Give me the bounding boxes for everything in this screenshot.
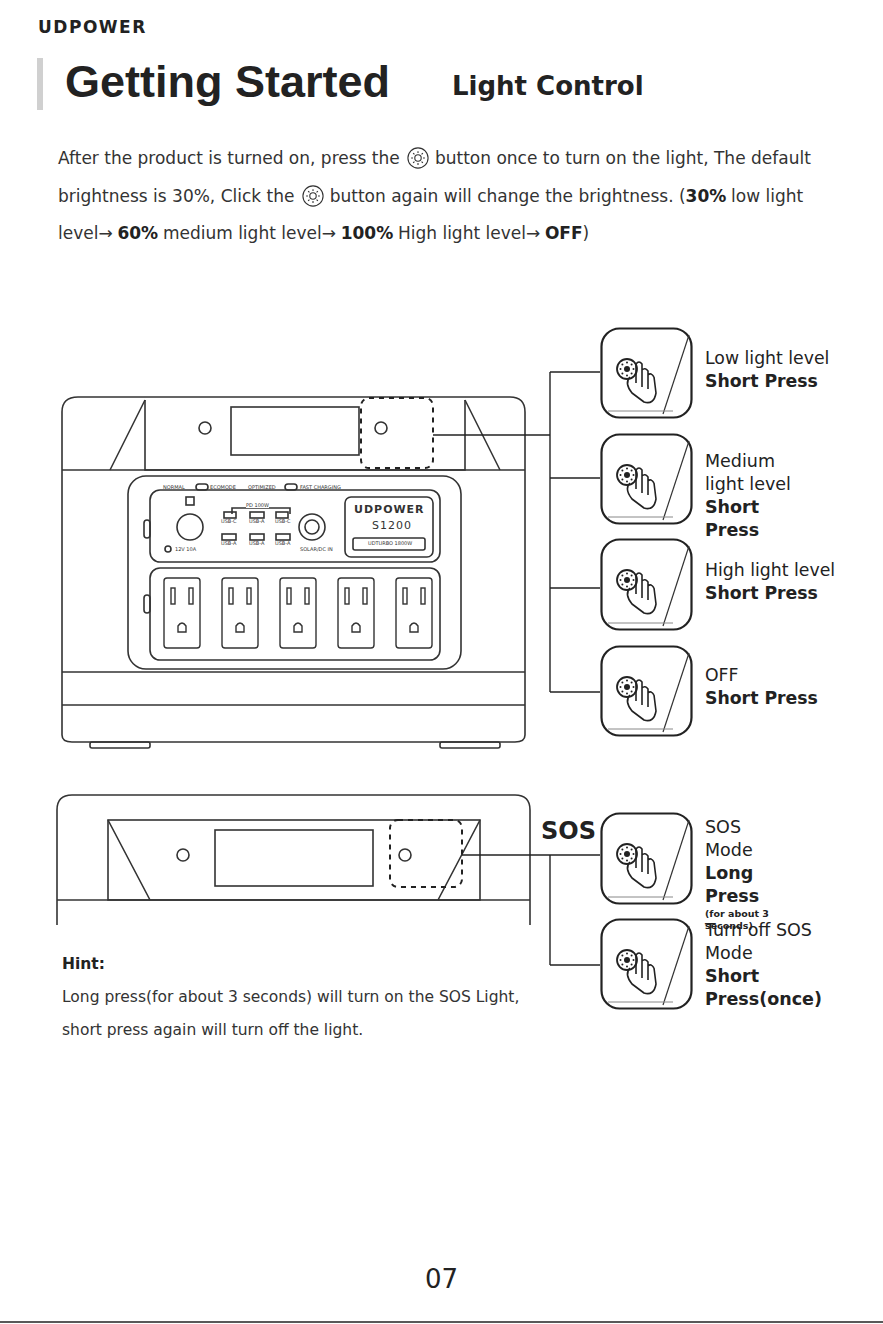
callout-frame (600, 327, 693, 419)
button-callout: High light levelShort Press (600, 538, 693, 631)
device-marking: OPTIMIZED (248, 485, 276, 490)
device-marking: USB-A (249, 541, 264, 546)
brand-logo: UDPOWER (38, 17, 147, 37)
paragraph-text: 60% (117, 223, 158, 243)
device-marking: SOLAR/DC IN (300, 547, 333, 552)
callout-caption: OFF (705, 664, 880, 687)
button-callout: Medium light levelShort Press (600, 433, 693, 525)
press-type: Short Press (705, 687, 880, 710)
device-marking: PD 100W (246, 503, 269, 508)
callout-frame (600, 538, 693, 631)
leader-line (433, 372, 600, 965)
ac-outlets (164, 578, 432, 648)
paragraph-text: OFF (545, 223, 583, 243)
device-marking: USB-A (249, 519, 264, 524)
inline-icon (302, 185, 324, 218)
device-marking: USB-A (275, 541, 290, 546)
paragraph-text: 100% (341, 223, 394, 243)
callout-caption: Medium light level (705, 450, 815, 496)
intro-paragraph: After the product is turned on, press th… (58, 142, 818, 250)
callout-label: High light levelShort Press (705, 559, 880, 605)
device-marking: USB-C (275, 519, 291, 524)
page-number: 07 (0, 1264, 883, 1294)
power-station-front (62, 397, 525, 748)
sos-label: SOS (539, 817, 598, 845)
device-marking: UDTURBO 1800W (368, 541, 412, 546)
device-marking: NORMAL (163, 485, 185, 490)
inline-icon (407, 147, 429, 180)
title-bar (37, 58, 43, 110)
device-marking: S1200 (372, 520, 412, 531)
callout-frame (600, 918, 693, 1010)
page-title: Getting Started (65, 56, 390, 108)
light-button-icon (407, 147, 429, 169)
device-marking: USB-C (221, 519, 237, 524)
paragraph-text: ) (583, 223, 590, 243)
hint-text: Long press(for about 3 seconds) will tur… (62, 981, 542, 1047)
device-marking: UDPOWER (354, 504, 425, 515)
callout-label: OFFShort Press (705, 664, 880, 710)
button-callout: Low light levelShort Press (600, 327, 693, 419)
callout-frame (600, 812, 693, 905)
button-callout: SOS ModeLong Press(for about 3 seconds) (600, 812, 693, 905)
callout-frame (600, 645, 693, 737)
device-marking: FAST CHARGING (300, 485, 341, 490)
page-rule (0, 1321, 883, 1323)
device-marking: 12V 10A (175, 547, 196, 552)
power-station-top (57, 795, 530, 925)
paragraph-text: medium light level→ (163, 223, 336, 243)
button-callout: OFFShort Press (600, 645, 693, 737)
hint-heading: Hint: (62, 948, 542, 981)
callout-label: SOS ModeLong Press(for about 3 seconds) (705, 816, 777, 932)
button-callout: Turn off SOS ModeShort Press(once) (600, 918, 693, 1010)
callout-label: Low light levelShort Press (705, 347, 880, 393)
callout-caption: High light level (705, 559, 880, 582)
paragraph-text: After the product is turned on, press th… (58, 148, 400, 168)
press-type: Long Press (705, 862, 777, 908)
light-button-icon (302, 185, 324, 207)
callout-caption: Turn off SOS Mode (705, 919, 835, 965)
callout-label: Turn off SOS ModeShort Press(once) (705, 919, 835, 1011)
callout-caption: Low light level (705, 347, 880, 370)
callout-frame (600, 433, 693, 525)
paragraph-text: button again will change the brightness.… (330, 186, 686, 206)
press-type: Short Press (705, 582, 880, 605)
press-type: Short Press(once) (705, 965, 835, 1011)
paragraph-text: High light level→ (398, 223, 540, 243)
callout-label: Medium light levelShort Press (705, 450, 815, 542)
press-type: Short Press (705, 496, 815, 542)
hint-paragraph: Hint:Long press(for about 3 seconds) wil… (62, 948, 542, 1047)
callout-caption: SOS Mode (705, 816, 777, 862)
button-highlight (361, 398, 462, 887)
press-type: Short Press (705, 370, 880, 393)
device-marking: USB-A (221, 541, 236, 546)
section-heading: Light Control (452, 71, 644, 101)
paragraph-text: 30% (686, 186, 727, 206)
device-marking: ECOMODE (210, 485, 236, 490)
